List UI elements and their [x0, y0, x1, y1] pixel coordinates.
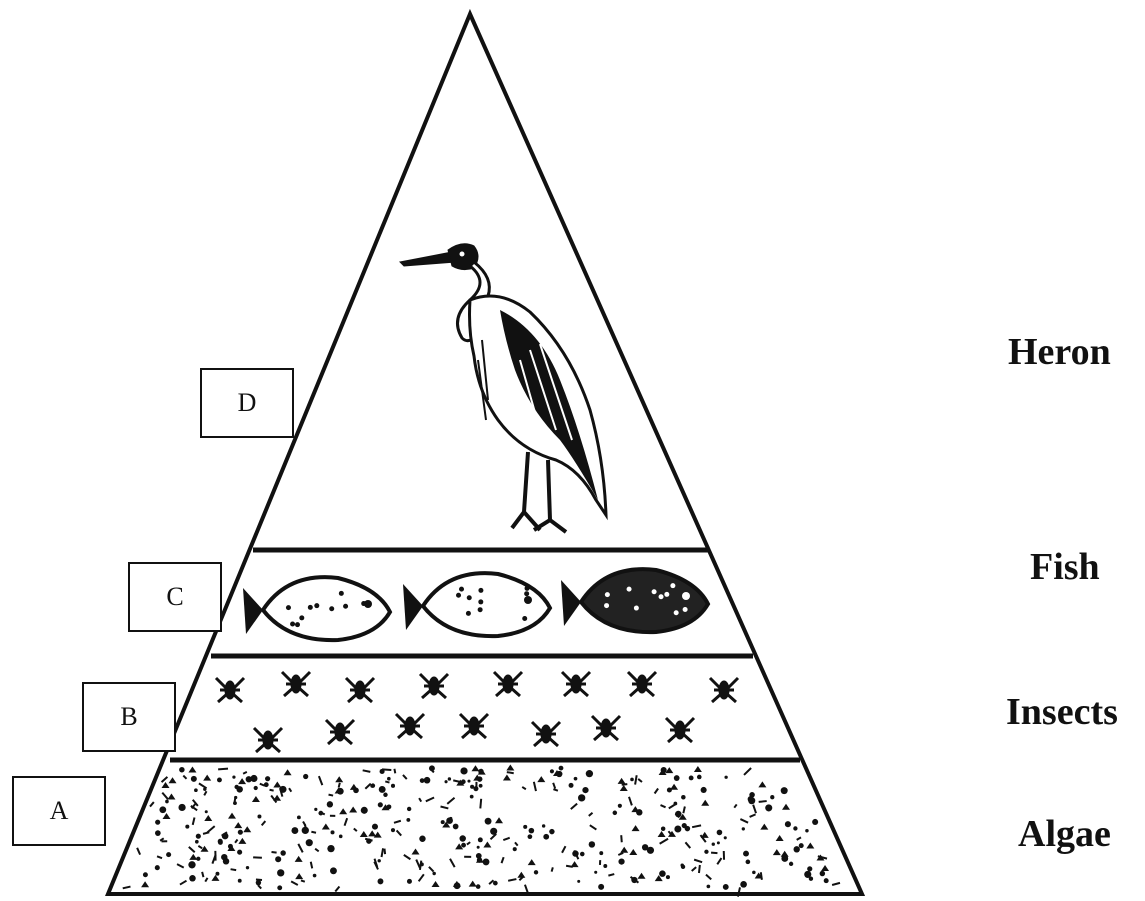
- insect-icon: [710, 678, 738, 702]
- fish-icon: [243, 577, 390, 640]
- level-box-c: C: [128, 562, 222, 632]
- level-box-d: D: [200, 368, 294, 438]
- insect-icon: [326, 720, 354, 744]
- level-name-algae: Algae: [1018, 812, 1111, 856]
- insect-icon: [420, 674, 448, 698]
- insect-icon: [346, 678, 374, 702]
- insect-icon: [592, 716, 620, 740]
- level-box-b: B: [82, 682, 176, 752]
- algae-texture: [123, 765, 840, 897]
- insect-icon: [460, 714, 488, 738]
- insect-icon: [562, 672, 590, 696]
- insect-icon: [666, 718, 694, 742]
- fish-icon: [561, 569, 708, 632]
- fish-icon: [403, 573, 550, 636]
- level-box-a: A: [12, 776, 106, 846]
- fish-icons: [243, 569, 708, 640]
- insect-icon: [282, 672, 310, 696]
- insect-icon: [628, 672, 656, 696]
- pyramid-outline: [108, 14, 862, 894]
- insect-icon: [494, 672, 522, 696]
- level-name-insects: Insects: [1006, 690, 1118, 734]
- insect-icons: [216, 672, 738, 752]
- level-name-fish: Fish: [1030, 545, 1100, 589]
- heron-icon: [400, 244, 606, 532]
- insect-icon: [216, 678, 244, 702]
- insect-icon: [396, 714, 424, 738]
- level-name-heron: Heron: [1008, 330, 1111, 374]
- insect-icon: [254, 728, 282, 752]
- insect-icon: [532, 722, 560, 746]
